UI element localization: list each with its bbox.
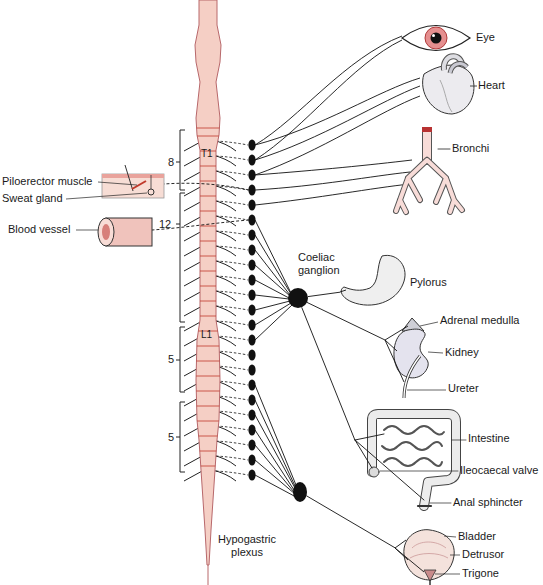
structure-label: Piloerector muscle: [2, 175, 92, 188]
circle-shape: [288, 288, 308, 308]
segment-count: 8: [168, 156, 174, 169]
eye-illustration: [402, 26, 470, 51]
stomach-illustration: [340, 255, 405, 305]
sympathetic-chain: [184, 139, 256, 481]
heart-illustration: [423, 56, 477, 114]
organ-label: Heart: [478, 79, 505, 92]
segment-count: 5: [168, 431, 174, 444]
kidney-organ: Adrenal medullaKidneyUreter: [385, 314, 540, 398]
nerve-connector: [307, 302, 385, 340]
organ-label: Trigone: [462, 567, 499, 580]
organ-label: Ureter: [448, 382, 479, 395]
structure-label: Blood vessel: [8, 223, 70, 236]
organ-label: Eye: [476, 31, 495, 44]
skin-target: Piloerector muscleSweat gland: [0, 172, 168, 206]
organ-label: Adrenal medulla: [440, 314, 520, 327]
intestine-illustration: [355, 414, 466, 506]
bladder-illustration: [395, 530, 460, 585]
organ-label: Bladder: [458, 530, 496, 543]
splanchnic-fibres: [255, 220, 296, 497]
organ-label: Detrusor: [462, 548, 504, 561]
organ-label: Pylorus: [410, 276, 447, 289]
stomach-organ: Pylorus: [340, 250, 540, 312]
heart-organ: Heart: [415, 55, 540, 117]
ganglion-label: Coeliac ganglion: [298, 251, 353, 277]
intestine-organ: IntestineIleocaecal valveAnal sphincter: [355, 406, 540, 510]
coeliac-ganglion: Coeliac ganglion: [288, 288, 308, 308]
organ-label: Intestine: [468, 432, 510, 445]
segment-count: 5: [168, 353, 174, 366]
segment-name: L1: [201, 328, 212, 341]
vessel-target: Blood vessel: [0, 212, 155, 252]
ganglion-label: Hypogastric plexus: [212, 533, 282, 559]
bronchi-illustration: [396, 127, 462, 212]
ganglion-body: [293, 482, 307, 502]
segment-brackets: [176, 130, 185, 472]
hypogastric-plexus: Hypogastric plexus: [293, 482, 307, 502]
segment-name: T1: [201, 147, 213, 160]
structure-label: Sweat gland: [2, 192, 63, 205]
bronchi-organ: Bronchi: [392, 124, 540, 216]
organ-label: Anal sphincter: [453, 496, 523, 509]
organ-label: Bronchi: [452, 142, 489, 155]
dashed-fibres: [152, 183, 249, 230]
eye-organ: Eye: [400, 18, 540, 60]
blood-vessel-illustration: [76, 218, 152, 246]
segment-count: 12: [159, 218, 171, 231]
ganglion-body: [288, 288, 308, 308]
ellipse-shape: [293, 482, 307, 502]
organ-label: Ileocaecal valve: [460, 464, 538, 477]
bladder-organ: BladderDetrusorTrigone: [395, 522, 540, 585]
postganglionic-fibres: [255, 36, 420, 205]
nerve-connector: [302, 307, 355, 440]
nerve-connector: [308, 292, 340, 296]
spinal-cord: [190, 0, 226, 585]
nerve-connector: [307, 496, 396, 548]
kidney-illustration: [385, 318, 446, 398]
organ-label: Kidney: [445, 346, 479, 359]
